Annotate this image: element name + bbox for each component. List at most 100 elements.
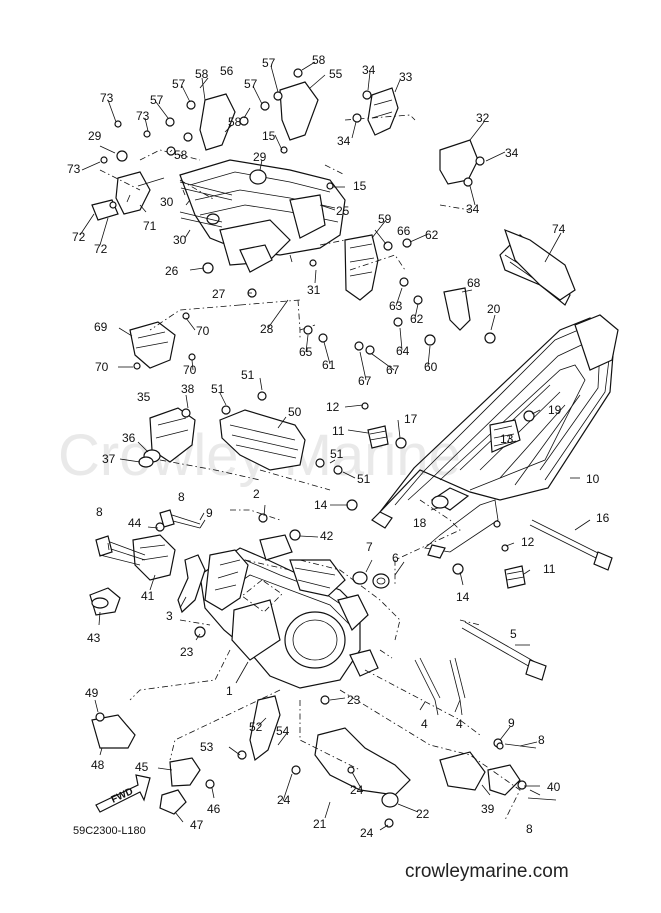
- callout-28: 28: [260, 322, 274, 336]
- callout-57b: 57: [172, 77, 186, 91]
- callout-73a: 73: [100, 91, 114, 105]
- callout-15a: 15: [262, 129, 276, 143]
- part-41-bracket: [132, 534, 176, 581]
- callout-57c: 57: [244, 77, 258, 91]
- callout-38: 38: [181, 382, 195, 396]
- callout-58b: 58: [195, 67, 209, 81]
- part-52-bracket: [249, 695, 281, 762]
- callout-5: 5: [510, 627, 517, 641]
- part-74-bracket: [504, 228, 576, 301]
- callout-43: 43: [87, 631, 101, 645]
- part-18-collar: [430, 487, 470, 511]
- part-50-bracket: [219, 409, 306, 471]
- part-11-damper-lower: [504, 565, 526, 589]
- callout-3: 3: [166, 609, 173, 623]
- upper-bracket-assembly: [179, 159, 346, 273]
- callout-13: 13: [500, 432, 514, 446]
- callout-23b: 23: [347, 693, 361, 707]
- callout-4b: 4: [456, 717, 463, 731]
- callout-14b: 14: [456, 590, 470, 604]
- callout-24a: 24: [277, 793, 291, 807]
- callout-10: 10: [586, 472, 600, 486]
- part-43-mount: [89, 587, 121, 616]
- callout-34d: 34: [466, 202, 480, 216]
- callout-48: 48: [91, 758, 105, 772]
- callout-51a: 51: [211, 382, 225, 396]
- callout-68: 68: [467, 276, 481, 290]
- callout-46: 46: [207, 802, 221, 816]
- callout-8c: 8: [538, 733, 545, 747]
- part-16-bolt: [529, 519, 613, 571]
- callout-26: 26: [165, 264, 179, 278]
- rear-frame: [371, 234, 619, 559]
- callout-62b: 62: [410, 312, 424, 326]
- reference-lines: [99, 114, 521, 821]
- part-36-cap: [138, 449, 161, 468]
- callout-2: 2: [253, 487, 260, 501]
- callout-47: 47: [190, 818, 204, 832]
- callout-57d: 57: [150, 93, 164, 107]
- part-40-bracket: [487, 764, 521, 796]
- diagram-reference-code: 59C2300-L180: [73, 825, 146, 837]
- callout-36: 36: [122, 431, 136, 445]
- callout-12a: 12: [326, 400, 340, 414]
- callout-24c: 24: [360, 826, 374, 840]
- callout-51b: 51: [241, 368, 255, 382]
- part-8-upper-bolt: [159, 509, 201, 529]
- callout-24b: 24: [350, 783, 364, 797]
- part-59-stand: [344, 234, 379, 301]
- site-url-text: crowleymarine.com: [405, 861, 569, 882]
- callout-58a: 58: [312, 53, 326, 67]
- callout-30a: 30: [160, 195, 174, 209]
- engine-mount-assembly: [199, 534, 379, 689]
- callout-17: 17: [404, 412, 418, 426]
- callout-51d: 51: [357, 472, 371, 486]
- callout-1: 1: [226, 684, 233, 698]
- part-33-bracket: [367, 87, 399, 136]
- part-21-bracket: [314, 727, 411, 808]
- callout-71: 71: [143, 219, 157, 233]
- callout-58c: 58: [228, 115, 242, 129]
- callout-59: 59: [378, 212, 392, 226]
- part-68-clip: [443, 287, 471, 331]
- callout-31: 31: [307, 283, 321, 297]
- part-7-collar: [352, 571, 368, 585]
- part-32-bracket: [439, 139, 479, 185]
- callout-4a: 4: [421, 717, 428, 731]
- callout-8a: 8: [178, 490, 185, 504]
- callout-70c: 70: [183, 363, 197, 377]
- callout-70a: 70: [196, 324, 210, 338]
- callout-61: 61: [322, 358, 336, 372]
- callout-70b: 70: [95, 360, 109, 374]
- part-5-bolt: [461, 621, 547, 681]
- callout-63: 63: [389, 299, 403, 313]
- callout-34a: 34: [362, 63, 376, 77]
- callout-32: 32: [476, 111, 490, 125]
- part-6-bushing: [372, 573, 390, 589]
- callout-55: 55: [329, 67, 343, 81]
- callout-49: 49: [85, 686, 99, 700]
- callout-50: 50: [288, 405, 302, 419]
- part-3-bracket: [177, 554, 206, 614]
- callout-19: 19: [548, 403, 562, 417]
- part-48-bracket: [91, 714, 136, 749]
- callout-67a: 67: [358, 374, 372, 388]
- callout-29a: 29: [88, 129, 102, 143]
- fwd-label: FWD: [110, 786, 135, 806]
- callout-7: 7: [366, 540, 373, 554]
- part-8-left-bolt: [95, 535, 146, 561]
- callout-35: 35: [137, 390, 151, 404]
- part-56-bracket: [199, 93, 236, 151]
- callout-40: 40: [547, 780, 561, 794]
- callout-12b: 12: [521, 535, 535, 549]
- leader-lines: [79, 61, 591, 831]
- callout-39: 39: [481, 802, 495, 816]
- callout-33: 33: [399, 70, 413, 84]
- part-55-bracket: [279, 81, 319, 141]
- callout-42: 42: [320, 529, 334, 543]
- callout-72a: 72: [72, 230, 86, 244]
- callout-69: 69: [94, 320, 108, 334]
- callout-30b: 30: [173, 233, 187, 247]
- part-47-fastener: [159, 789, 187, 815]
